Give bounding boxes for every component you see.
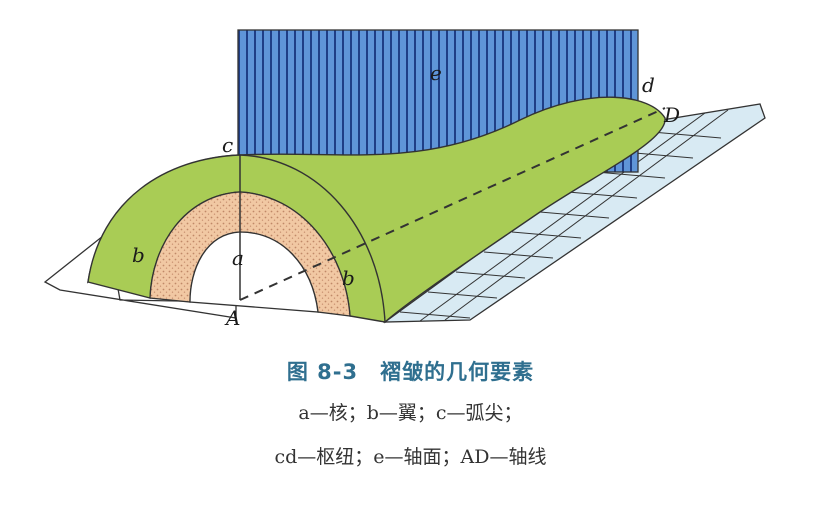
label-d: d <box>642 73 655 97</box>
label-c: c <box>222 133 233 157</box>
label-D: D <box>663 103 680 127</box>
legend-line-2: cd—枢纽；e—轴面；AD—轴线 <box>274 446 547 468</box>
fold-diagram: a b b c d D e A <box>43 29 766 330</box>
legend-line-1: a—核；b—翼；c—弧尖； <box>298 402 523 424</box>
label-e: e <box>430 61 442 85</box>
label-b-right: b <box>342 266 355 290</box>
label-a: a <box>232 246 244 270</box>
label-A: A <box>224 306 240 330</box>
label-b-left: b <box>132 243 145 267</box>
fold-axis-line <box>239 107 666 301</box>
figure-title: 图 8-3 褶皱的几何要素 <box>286 360 535 384</box>
